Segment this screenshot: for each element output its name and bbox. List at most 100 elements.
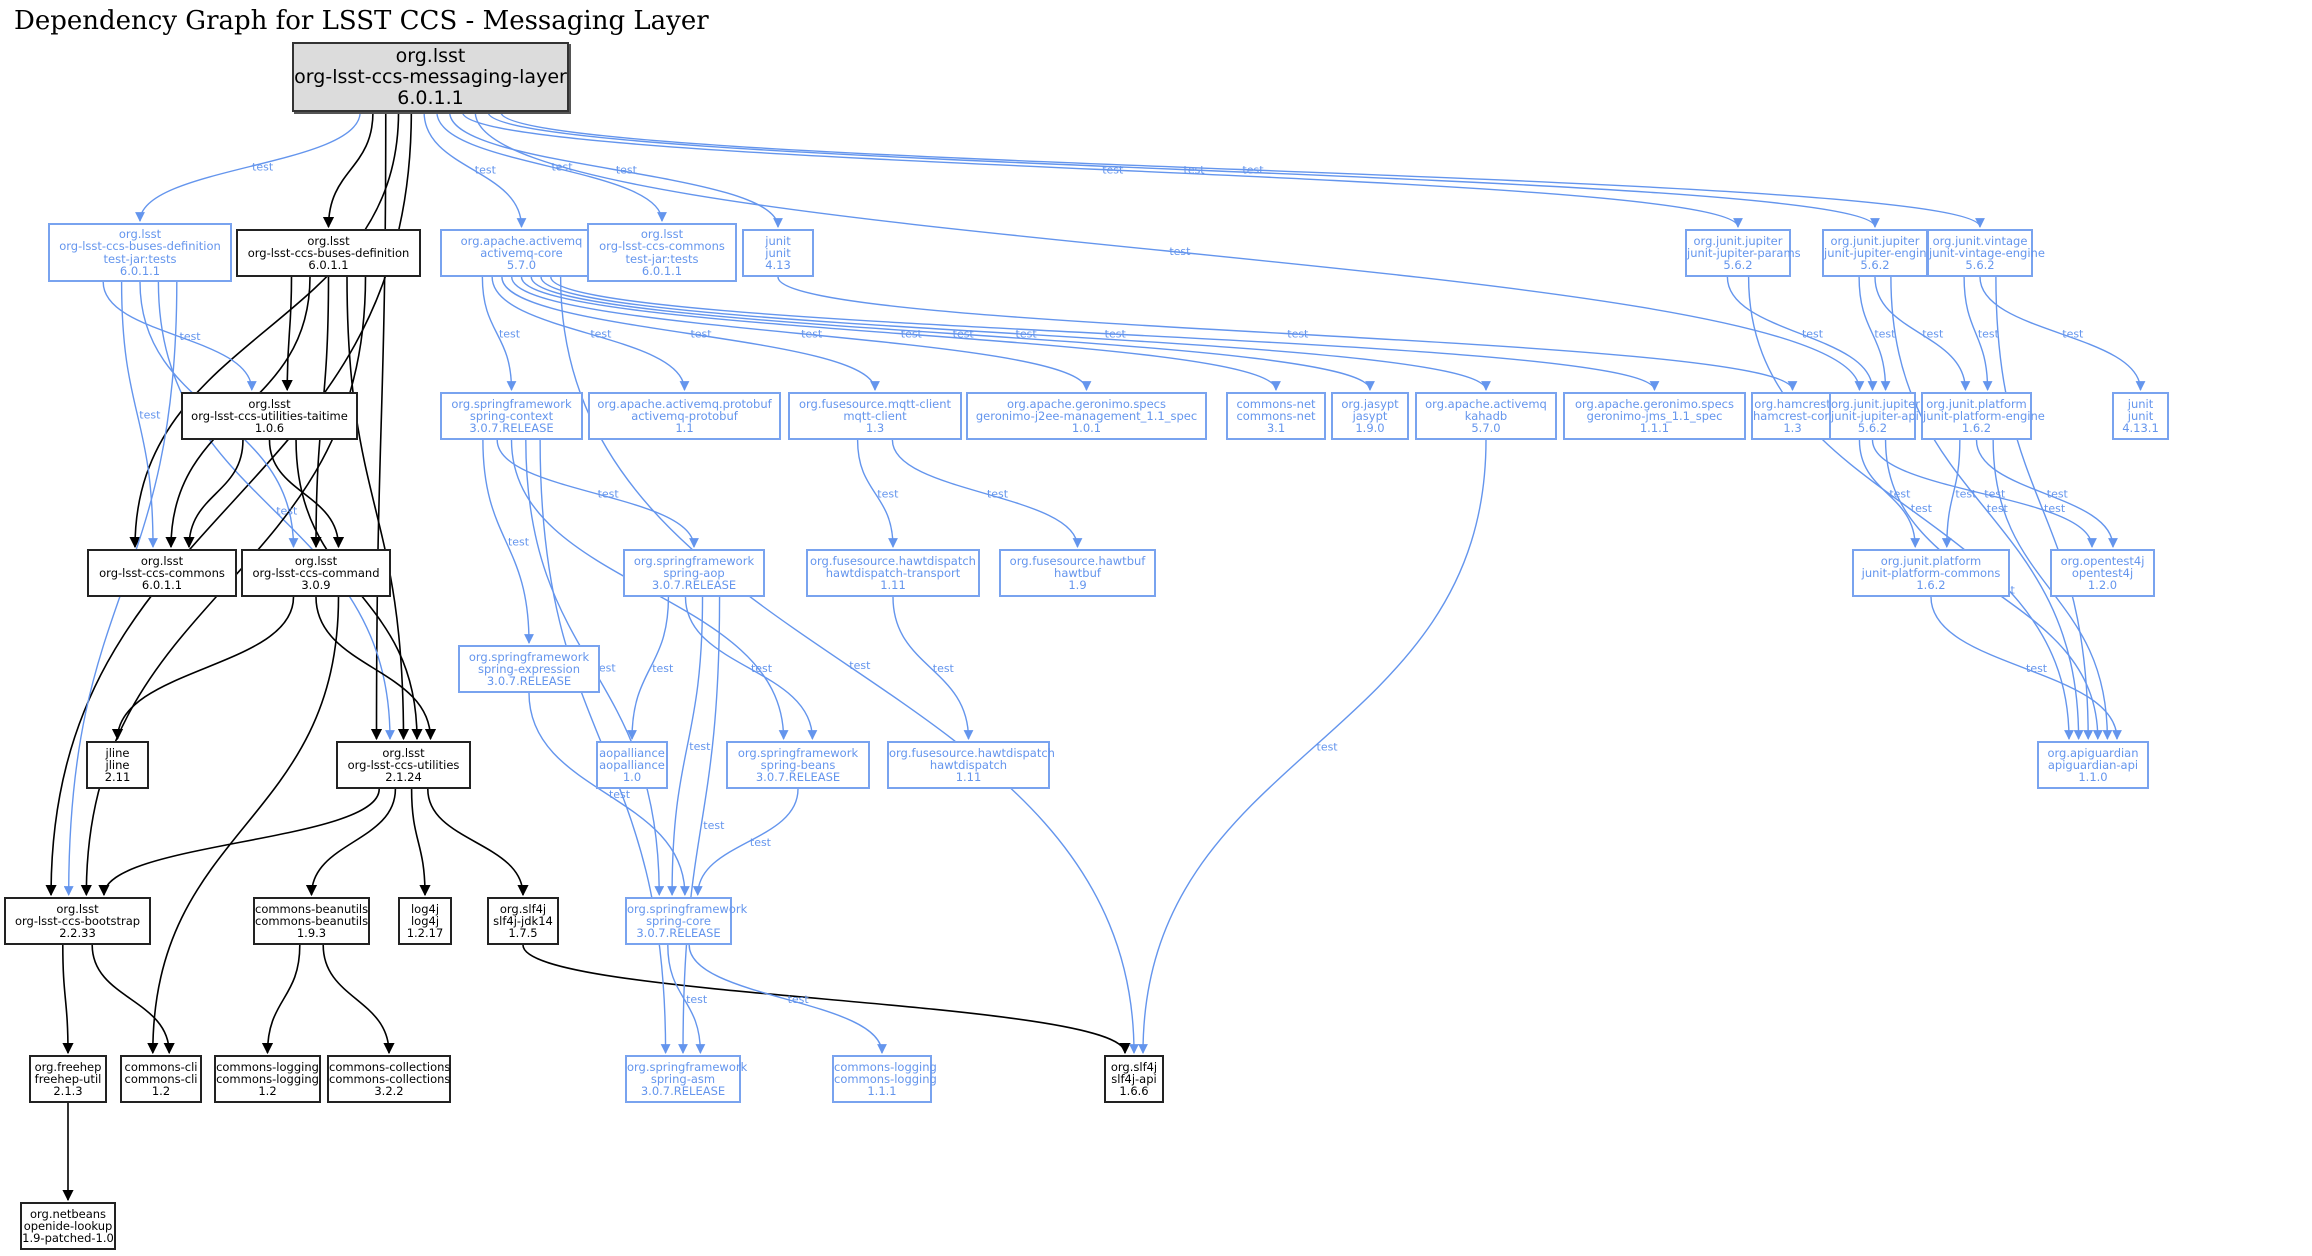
node-group: commons-collections <box>329 1059 451 1074</box>
node-group: junit <box>2127 396 2154 411</box>
node-version: 1.0.1 <box>1071 421 1102 436</box>
node-group: org.springframework <box>451 396 572 411</box>
edge-label: test <box>1955 488 1977 501</box>
node-group: aopalliance <box>599 745 665 760</box>
node-version: 1.9.0 <box>1355 421 1385 436</box>
edge-label: test <box>475 164 497 177</box>
node-version: 2.1.3 <box>53 1084 83 1099</box>
node-version: 3.0.7.RELEASE <box>469 421 554 436</box>
node-group: org.apiguardian <box>2047 745 2139 760</box>
edge-jupiter-params-to-jupiter-api <box>1726 276 1878 391</box>
edge-label: test <box>788 993 810 1006</box>
edge-vintage-engine-to-platform-engine <box>1963 276 1993 391</box>
edge-label: test <box>139 409 161 422</box>
edge-slf4j-jdk14-to-slf4j-api <box>522 944 1131 1055</box>
edge-bootstrap-to-freehep <box>62 944 74 1055</box>
edge-label: test <box>2047 488 2069 501</box>
node-version: 5.6.2 <box>1857 421 1888 436</box>
node-group: commons-beanutils <box>255 901 369 916</box>
node-version: 1.0.6 <box>254 421 285 436</box>
node-artifact: jasypt <box>1352 408 1388 423</box>
edge-label: test <box>276 505 298 518</box>
edge-label: test <box>2044 502 2066 515</box>
node-version: 1.3 <box>865 421 885 436</box>
node-version: 1.6.2 <box>1916 578 1946 593</box>
node-version: 1.7.5 <box>508 926 538 941</box>
node-artifact: junit-platform-engine <box>1923 408 2045 423</box>
node-group: org.apache.activemq.protobuf <box>597 396 772 411</box>
edge-root-to-busdef <box>322 111 374 229</box>
node-version: 1.2 <box>151 1084 171 1099</box>
node-artifact: spring-expression <box>478 661 580 676</box>
node-artifact: mqtt-client <box>843 408 907 423</box>
node-group: org.fusesource.hawtbuf <box>1009 553 1146 568</box>
edge-beanutils-to-commons-collections <box>322 944 395 1055</box>
node-classifier: test-jar:tests <box>103 251 177 266</box>
node-version: 6.0.1.1 <box>397 86 464 109</box>
edge-kahadb-to-slf4j-api <box>1138 439 1487 1054</box>
node-artifact: junit-jupiter-api <box>1831 408 1919 423</box>
edge-spring-beans-to-spring-core <box>692 788 799 896</box>
edge-label: test <box>953 328 975 341</box>
edge-utilities-to-beanutils <box>305 788 397 897</box>
edge-label: test <box>499 328 521 341</box>
edge-utilities-to-log4j <box>410 788 431 897</box>
node-group: org.slf4j <box>1110 1059 1158 1074</box>
edge-label: test <box>652 662 674 675</box>
node-version: 1.2 <box>258 1084 277 1099</box>
node-group: org.hamcrest <box>1754 396 1831 411</box>
edge-jupiter-engine-to-jupiter-api <box>1858 276 1891 391</box>
edge-label: test <box>1169 245 1191 258</box>
node-group: log4j <box>410 901 440 916</box>
